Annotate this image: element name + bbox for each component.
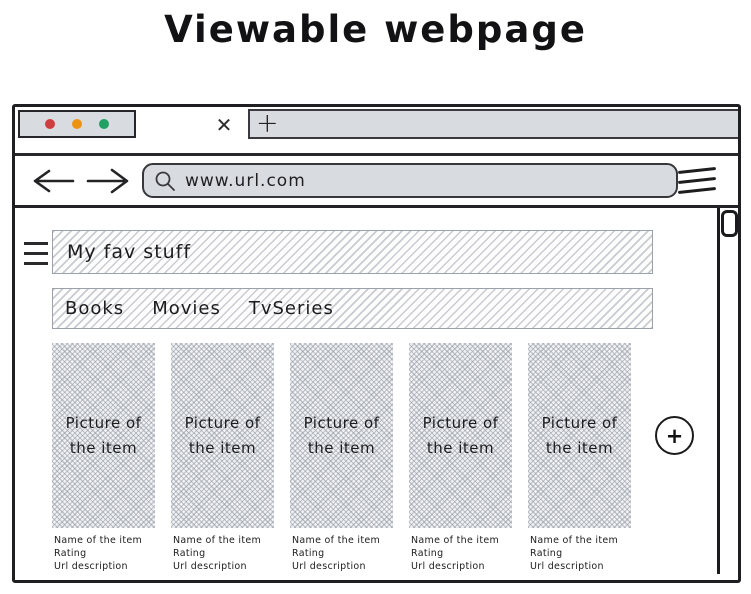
item-rating: Rating — [292, 548, 325, 559]
site-menu-button[interactable] — [24, 242, 48, 265]
window-controls — [18, 110, 136, 138]
item-card: Picture of the item Name of the item Rat… — [528, 343, 631, 573]
browser-window: ✕ + www.url.co — [12, 104, 741, 583]
site-header: My fav stuff — [52, 230, 653, 274]
item-picture-placeholder[interactable]: Picture of the item — [409, 343, 512, 528]
category-nav: Books Movies TvSeries — [52, 288, 653, 329]
maximize-window-dot-icon[interactable] — [99, 119, 109, 129]
hamburger-menu-icon — [24, 242, 48, 245]
search-icon — [155, 171, 175, 191]
item-name: Name of the item — [54, 535, 143, 546]
page-content: My fav stuff Books Movies TvSeries Pictu… — [15, 208, 738, 574]
back-button[interactable] — [30, 167, 76, 195]
item-rating: Rating — [54, 548, 87, 559]
item-picture-placeholder[interactable]: Picture of the item — [528, 343, 631, 528]
new-tab-button[interactable]: + — [256, 108, 279, 139]
item-picture-placeholder[interactable]: Picture of the item — [52, 343, 155, 528]
item-card: Picture of the item Name of the item Rat… — [171, 343, 274, 573]
item-caption: Name of the item Rating Url description — [171, 534, 274, 573]
item-caption: Name of the item Rating Url description — [409, 534, 512, 573]
close-tab-button[interactable]: ✕ — [211, 112, 237, 138]
item-url-description: Url description — [54, 561, 128, 572]
back-arrow-icon — [33, 169, 75, 192]
item-url-description: Url description — [530, 561, 604, 572]
item-name: Name of the item — [411, 535, 500, 546]
scrollbar-thumb[interactable] — [720, 210, 738, 237]
item-card: Picture of the item Name of the item Rat… — [290, 343, 393, 573]
forward-arrow-icon — [86, 168, 129, 193]
site-header-label: My fav stuff — [67, 241, 192, 263]
close-icon: ✕ — [215, 113, 233, 137]
items-row: Picture of the item Name of the item Rat… — [52, 343, 631, 573]
item-rating: Rating — [173, 548, 206, 559]
nav-link-tvseries[interactable]: TvSeries — [248, 298, 334, 319]
item-rating: Rating — [530, 548, 563, 559]
page-title: Viewable webpage — [164, 8, 587, 51]
item-rating: Rating — [411, 548, 444, 559]
hamburger-menu-icon — [677, 167, 717, 174]
item-caption: Name of the item Rating Url description — [528, 534, 631, 573]
item-card: Picture of the item Name of the item Rat… — [409, 343, 512, 573]
item-picture-placeholder[interactable]: Picture of the item — [171, 343, 274, 528]
item-name: Name of the item — [292, 535, 381, 546]
browser-menu-button[interactable] — [677, 165, 717, 196]
item-url-description: Url description — [411, 561, 485, 572]
navigation-bar: www.url.com — [15, 156, 738, 208]
nav-link-movies[interactable]: Movies — [152, 298, 221, 319]
item-url-description: Url description — [173, 561, 247, 572]
plus-icon: + — [665, 423, 684, 448]
add-item-button[interactable]: + — [655, 416, 694, 455]
url-input[interactable]: www.url.com — [142, 163, 678, 198]
tab-bar: ✕ + — [15, 107, 738, 156]
tab-strip: + — [248, 109, 738, 139]
forward-button[interactable] — [84, 166, 132, 196]
scrollbar-track[interactable] — [717, 208, 738, 574]
item-url-description: Url description — [292, 561, 366, 572]
nav-link-books[interactable]: Books — [65, 298, 125, 319]
minimize-window-dot-icon[interactable] — [72, 119, 82, 129]
item-card: Picture of the item Name of the item Rat… — [52, 343, 155, 573]
item-caption: Name of the item Rating Url description — [290, 534, 393, 573]
item-name: Name of the item — [173, 535, 262, 546]
item-name: Name of the item — [530, 535, 619, 546]
item-picture-placeholder[interactable]: Picture of the item — [290, 343, 393, 528]
item-caption: Name of the item Rating Url description — [52, 534, 155, 573]
close-window-dot-icon[interactable] — [45, 119, 55, 129]
url-text: www.url.com — [185, 170, 306, 191]
